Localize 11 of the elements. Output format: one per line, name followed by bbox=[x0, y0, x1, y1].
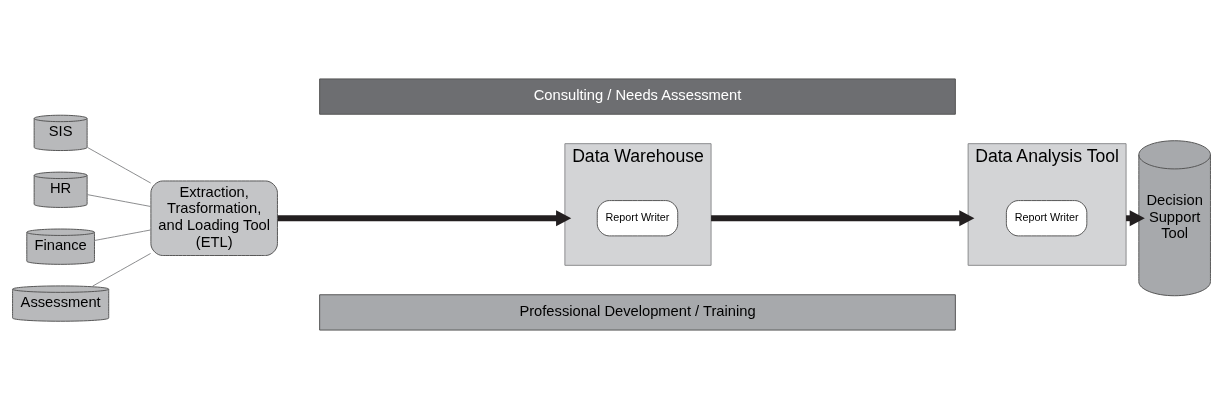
node-box: Extraction, Trasformation, and Loading Tool (ETL) bbox=[150, 180, 278, 256]
node-box: Consulting / Needs Assessment bbox=[319, 78, 956, 115]
node-box: Report Writer bbox=[1005, 200, 1088, 237]
arrow bbox=[277, 210, 572, 227]
connector bbox=[94, 229, 152, 241]
node-box: Professional Development / Training bbox=[319, 294, 956, 331]
connector bbox=[86, 146, 152, 184]
node-box: Report Writer bbox=[596, 200, 679, 237]
arrow bbox=[711, 210, 975, 227]
connector bbox=[92, 253, 152, 287]
connector bbox=[86, 194, 152, 207]
